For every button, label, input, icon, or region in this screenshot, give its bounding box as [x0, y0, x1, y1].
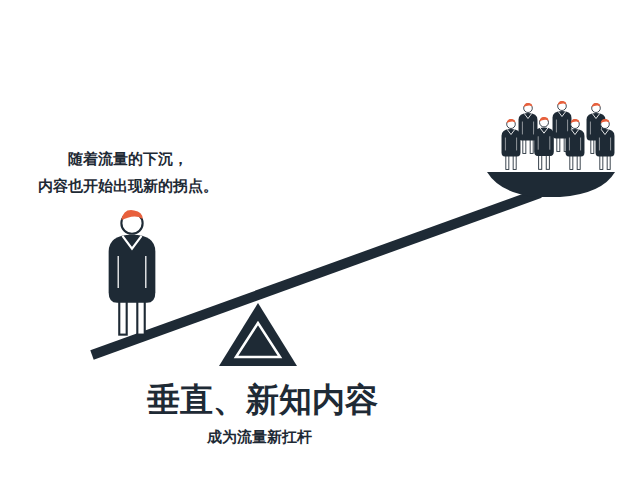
- fulcrum-inner: [236, 323, 280, 357]
- subheadline: 成为流量新扛杆: [207, 427, 312, 447]
- crowd: [502, 101, 615, 170]
- fulcrum: [219, 303, 297, 366]
- note-text: 随着流量的下沉， 内容也开始出现新的拐点。: [38, 146, 218, 200]
- seesaw-plate: [487, 172, 615, 197]
- headline: 垂直、新知内容: [147, 380, 378, 420]
- single-person: [109, 210, 156, 335]
- seesaw-beam: [92, 193, 540, 355]
